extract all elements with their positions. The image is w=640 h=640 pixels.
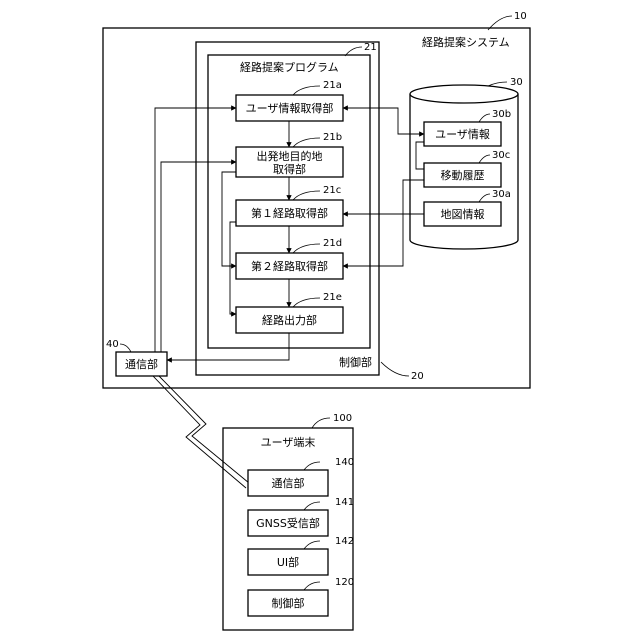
terminal-ref: 100 — [333, 413, 352, 424]
gnss-ref: 141 — [335, 497, 354, 508]
map-info-label: 地図情報 — [441, 208, 485, 221]
terminal-label: ユーザ端末 — [261, 435, 316, 449]
route2-ref: 21d — [323, 238, 342, 249]
origin-dest-label-1: 出発地目的地 — [257, 149, 323, 163]
map-info-ref: 30a — [492, 189, 511, 200]
control-label: 制御部 — [339, 355, 372, 369]
program-ref: 21 — [364, 42, 377, 53]
route-out-ref: 21e — [323, 292, 342, 303]
storage-ref-leader — [488, 82, 507, 86]
terminal-control-ref-leader — [304, 582, 320, 590]
terminal-comm-label: 通信部 — [272, 476, 305, 490]
terminal-control-label: 制御部 — [272, 596, 305, 610]
comm-ref: 40 — [106, 339, 119, 350]
system-label: 経路提案システム — [422, 35, 510, 49]
move-history-label: 移動履歴 — [441, 168, 485, 182]
control-ref: 20 — [411, 371, 424, 382]
gnss-label: GNSS受信部 — [256, 516, 320, 530]
comm-label: 通信部 — [125, 357, 158, 371]
storage-ref: 30 — [510, 77, 523, 88]
comm-ref-leader — [120, 344, 131, 352]
user-info-label: ユーザ情報 — [435, 128, 490, 141]
route2-ref-leader — [293, 244, 320, 253]
terminal-comm-ref-leader — [304, 462, 320, 470]
route2-label: 第２経路取得部 — [251, 259, 328, 273]
user-info-acq-ref: 21a — [323, 80, 342, 91]
route1-ref: 21c — [323, 185, 341, 196]
terminal-ref-leader — [312, 418, 330, 428]
terminal-control-ref: 120 — [335, 577, 354, 588]
user-info-acq-label: ユーザ情報取得部 — [246, 101, 334, 115]
move-history-ref: 30c — [492, 150, 510, 161]
user-info-acq-ref-leader — [293, 86, 320, 95]
route1-ref-leader — [293, 191, 320, 200]
user-info-ref: 30b — [492, 109, 511, 120]
program-label: 経路提案プログラム — [240, 60, 339, 74]
system-ref: 10 — [514, 11, 527, 22]
wireless-link-icon-second-stroke — [153, 376, 246, 488]
ui-label: UI部 — [277, 555, 299, 569]
route1-label: 第１経路取得部 — [251, 206, 328, 220]
origin-dest-ref: 21b — [323, 132, 342, 143]
control-ref-leader — [381, 362, 409, 376]
ui-ref: 142 — [335, 536, 354, 547]
ui-ref-leader — [304, 541, 320, 549]
terminal-comm-ref: 140 — [335, 457, 354, 468]
gnss-ref-leader — [304, 502, 320, 510]
origin-dest-label-2: 取得部 — [273, 162, 306, 176]
origin-dest-ref-leader — [293, 138, 320, 147]
route-out-label: 経路出力部 — [262, 313, 317, 327]
wireless-link-icon — [159, 376, 249, 483]
route-out-ref-leader — [293, 298, 320, 307]
